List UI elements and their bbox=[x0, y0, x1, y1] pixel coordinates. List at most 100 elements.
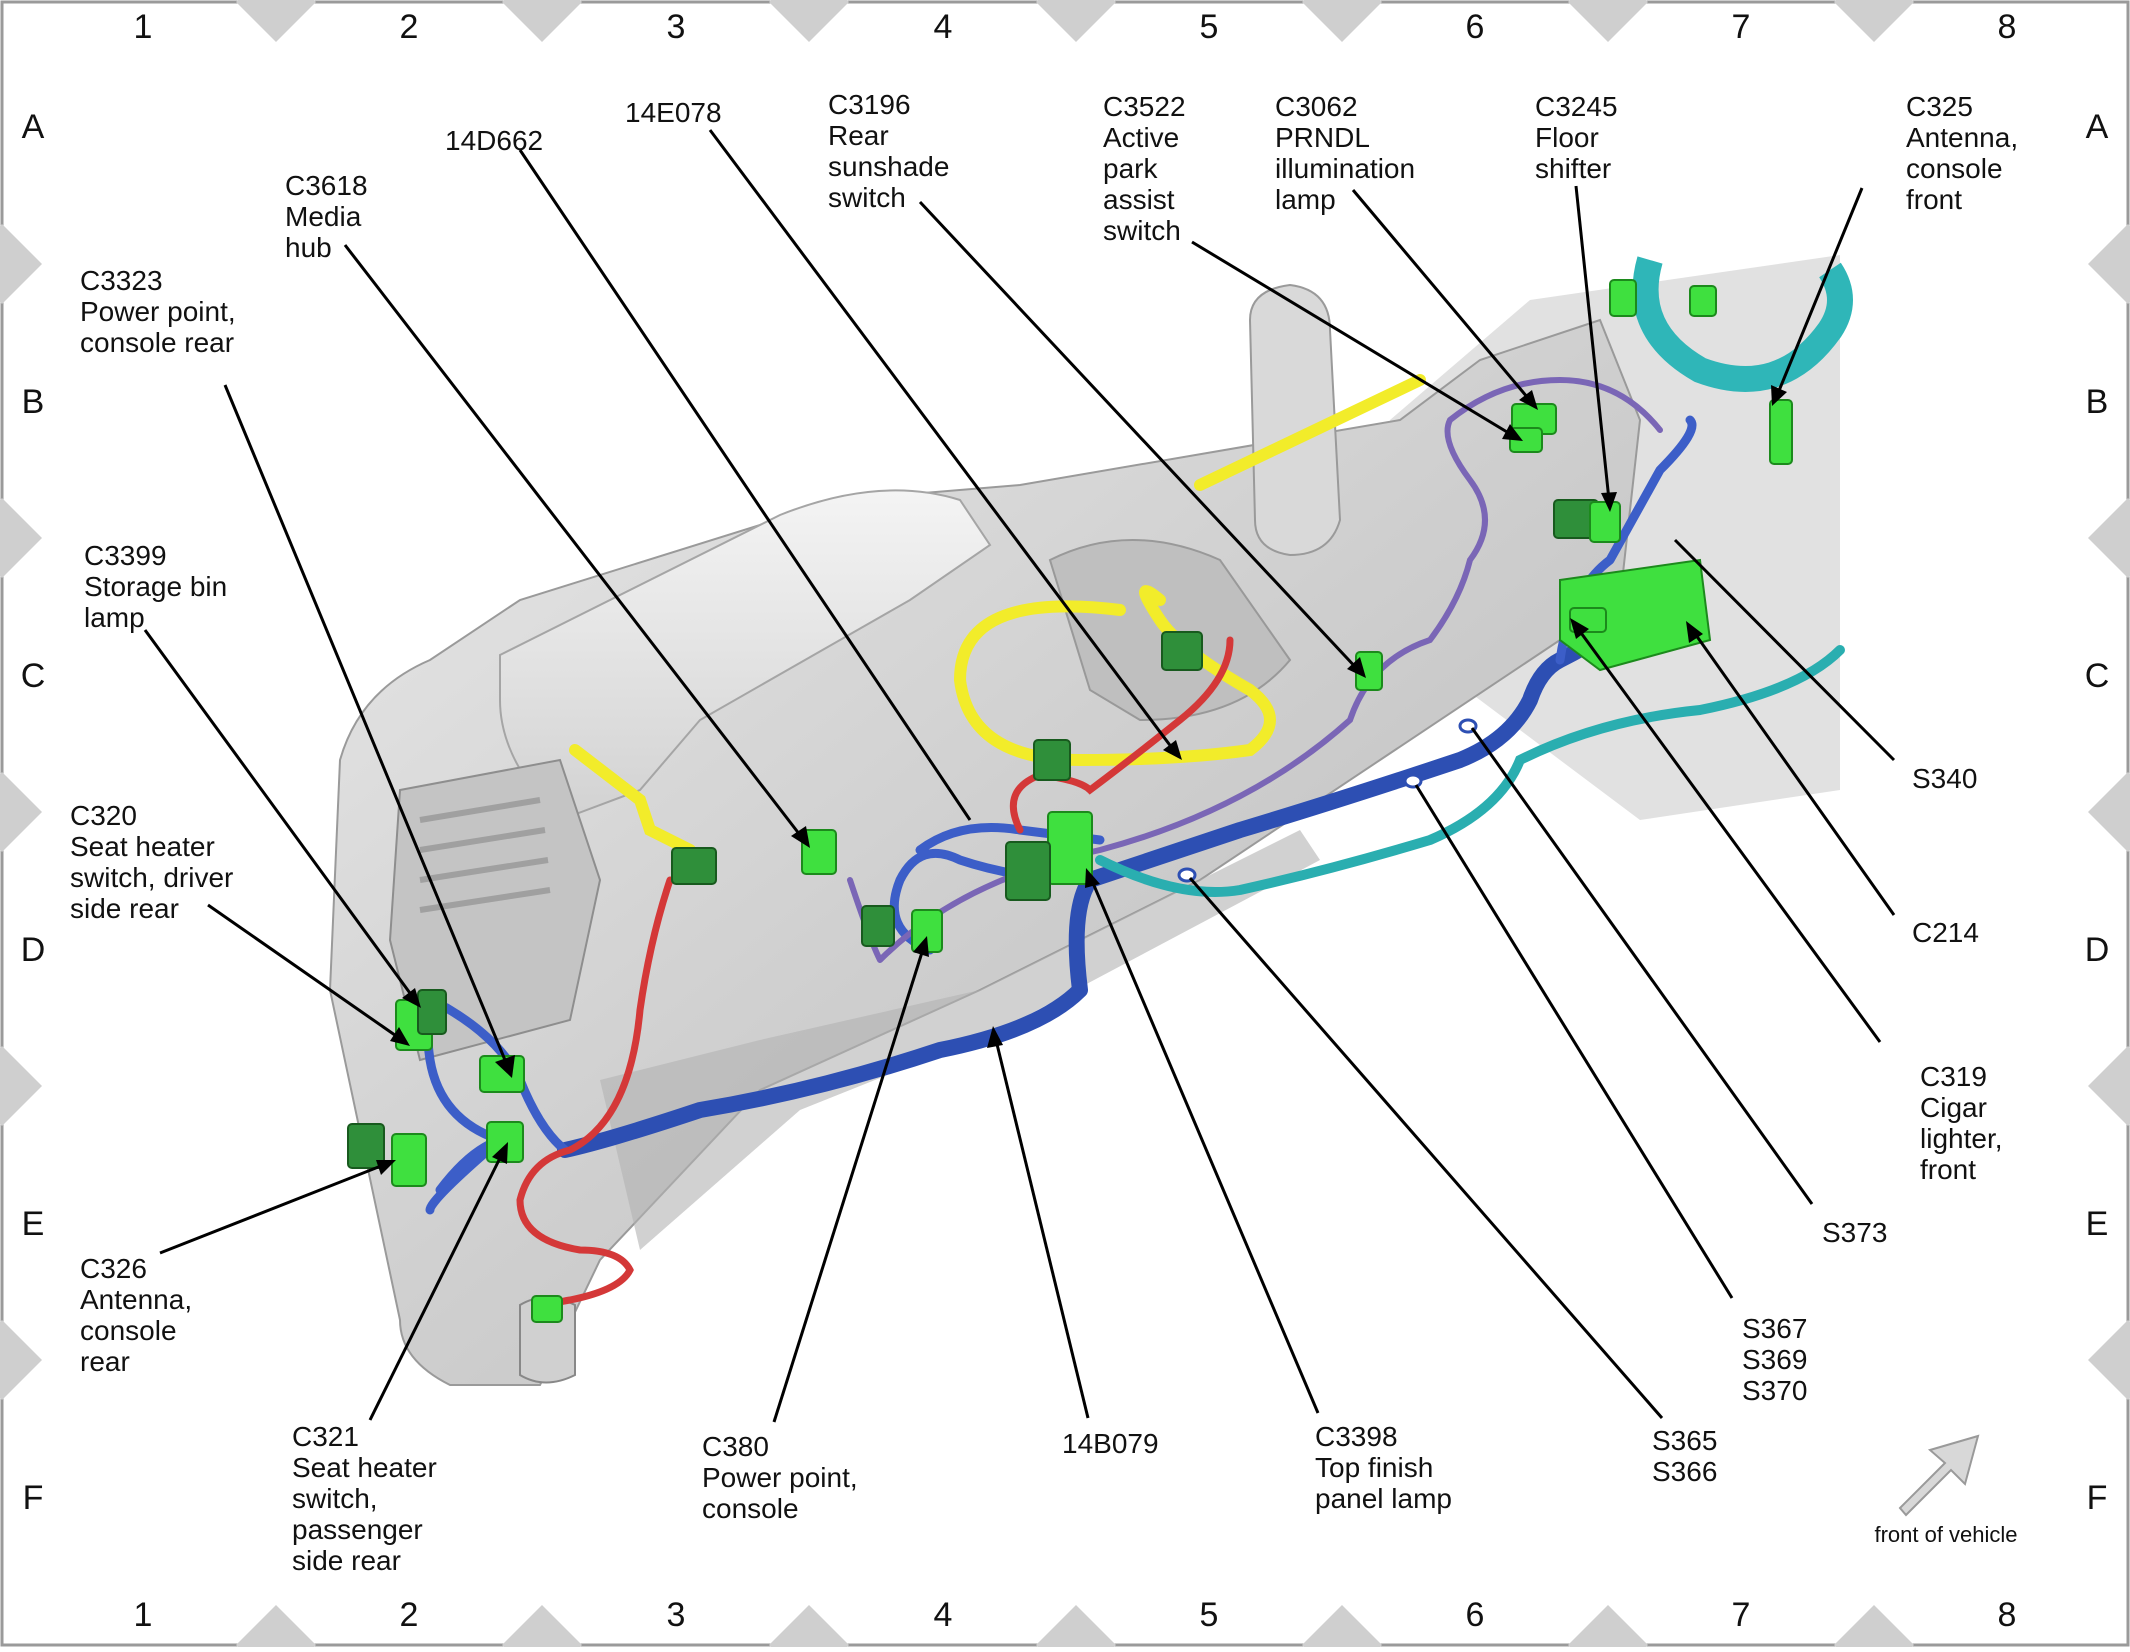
callout-c214: C214 bbox=[1912, 917, 1979, 948]
leader-c3062-arrow bbox=[1519, 390, 1538, 410]
zone-marker-top bbox=[236, 0, 316, 42]
grid-col-label-top: 8 bbox=[1998, 8, 2017, 46]
armrest-lid bbox=[499, 489, 992, 822]
leader-c214 bbox=[1689, 627, 1896, 916]
main-harness-trunk bbox=[557, 602, 1648, 1158]
connector-front-upper-2 bbox=[1689, 285, 1717, 317]
leader-14e078 bbox=[708, 129, 1180, 757]
connector-14e078 bbox=[1033, 739, 1071, 781]
connector-front-upper bbox=[1609, 279, 1637, 317]
yellow-harness-shifter bbox=[1194, 374, 1426, 491]
leader-14b079-arrow bbox=[987, 1026, 1003, 1048]
leader-c3399-arrow bbox=[402, 988, 421, 1008]
rear-vent-panel bbox=[388, 758, 602, 1062]
callout-14e078: 14E078 bbox=[625, 97, 722, 128]
leader-c321 bbox=[368, 1151, 505, 1421]
connector-14d662 bbox=[671, 847, 717, 885]
grid-row-label-right: B bbox=[2086, 383, 2109, 421]
leader-c326 bbox=[159, 1162, 387, 1255]
connector-c214 bbox=[1559, 558, 1712, 672]
yellow-harness-rear bbox=[569, 744, 696, 856]
zone-marker-top bbox=[1568, 0, 1648, 42]
grid-col-label-bottom: 5 bbox=[1200, 1596, 1219, 1634]
grid-row-label-left: C bbox=[21, 657, 46, 695]
grid-row-label-left: B bbox=[22, 383, 45, 421]
leader-c380 bbox=[772, 945, 926, 1423]
front-of-vehicle-label: front of vehicle bbox=[1874, 1522, 2017, 1547]
grid-row-label-left: A bbox=[22, 108, 45, 146]
grid-col-label-bottom: 3 bbox=[667, 1596, 686, 1634]
leader-c3398-arrow bbox=[1085, 868, 1100, 888]
connector-c3398 bbox=[1047, 811, 1093, 885]
grid-col-label-top: 2 bbox=[400, 8, 419, 46]
rear-vent-slots bbox=[419, 797, 551, 913]
grid-row-label-right: C bbox=[2085, 657, 2110, 695]
grid-col-label-top: 1 bbox=[134, 8, 153, 46]
connector-c3618 bbox=[801, 829, 837, 875]
leader-c214-arrow bbox=[1686, 621, 1703, 643]
grid-col-label-bottom: 2 bbox=[400, 1596, 419, 1634]
leader-14d662 bbox=[518, 149, 972, 821]
grid-row-label-left: F bbox=[23, 1479, 44, 1517]
leader-c3323-arrow bbox=[495, 1055, 515, 1078]
grid-col-label-top: 6 bbox=[1466, 8, 1485, 46]
grid-row-label-left: E bbox=[22, 1205, 45, 1243]
leader-c3196 bbox=[918, 200, 1362, 674]
callout-s373: S373 bbox=[1822, 1217, 1887, 1248]
zone-marker-right bbox=[2088, 498, 2130, 578]
leader-14b079 bbox=[993, 1035, 1090, 1419]
grid-col-label-top: 7 bbox=[1732, 8, 1751, 46]
connector-c380-mate bbox=[861, 905, 895, 947]
antenna-cable bbox=[1095, 645, 1845, 897]
zone-marker-top bbox=[769, 0, 849, 42]
callout-14b079: 14B079 bbox=[1062, 1428, 1159, 1459]
front-arrow-icon bbox=[1898, 1434, 1980, 1517]
leader-c3522-arrow bbox=[1502, 424, 1523, 441]
connector-c3196 bbox=[1161, 631, 1203, 671]
zone-marker-bottom bbox=[1036, 1605, 1116, 1652]
leader-c3062 bbox=[1351, 189, 1535, 405]
zone-marker-right bbox=[2088, 224, 2130, 304]
leader-c3196-arrow bbox=[1347, 657, 1366, 678]
grid-col-label-bottom: 7 bbox=[1732, 1596, 1751, 1634]
connector-c3062-mate bbox=[1509, 427, 1543, 453]
zone-marker-bottom bbox=[769, 1605, 849, 1652]
connector-c3398-mate bbox=[1005, 841, 1051, 901]
grid-col-label-bottom: 8 bbox=[1998, 1596, 2017, 1634]
power-wire-rear bbox=[516, 876, 674, 1314]
leader-s340 bbox=[1673, 538, 1896, 762]
zone-marker-top bbox=[1036, 0, 1116, 42]
zone-marker-left bbox=[0, 498, 42, 578]
grid-row-label-left: D bbox=[21, 931, 46, 969]
zone-marker-left bbox=[0, 772, 42, 852]
zone-marker-left bbox=[0, 224, 42, 304]
zone-marker-bottom bbox=[1568, 1605, 1648, 1652]
grid-col-label-bottom: 1 bbox=[134, 1596, 153, 1634]
leader-c325-arrow bbox=[1771, 385, 1787, 406]
grid-row-label-right: D bbox=[2085, 931, 2110, 969]
leader-c320-arrow bbox=[390, 1027, 410, 1046]
leader-c319-arrow bbox=[1570, 618, 1589, 639]
leader-14e078-arrow bbox=[1163, 740, 1182, 760]
grid-col-label-bottom: 6 bbox=[1466, 1596, 1485, 1634]
callout-s340: S340 bbox=[1912, 763, 1977, 794]
zone-marker-right bbox=[2088, 1320, 2130, 1400]
zone-marker-bottom bbox=[236, 1605, 316, 1652]
leader-s367 bbox=[1414, 784, 1734, 1299]
zone-marker-left bbox=[0, 1320, 42, 1400]
